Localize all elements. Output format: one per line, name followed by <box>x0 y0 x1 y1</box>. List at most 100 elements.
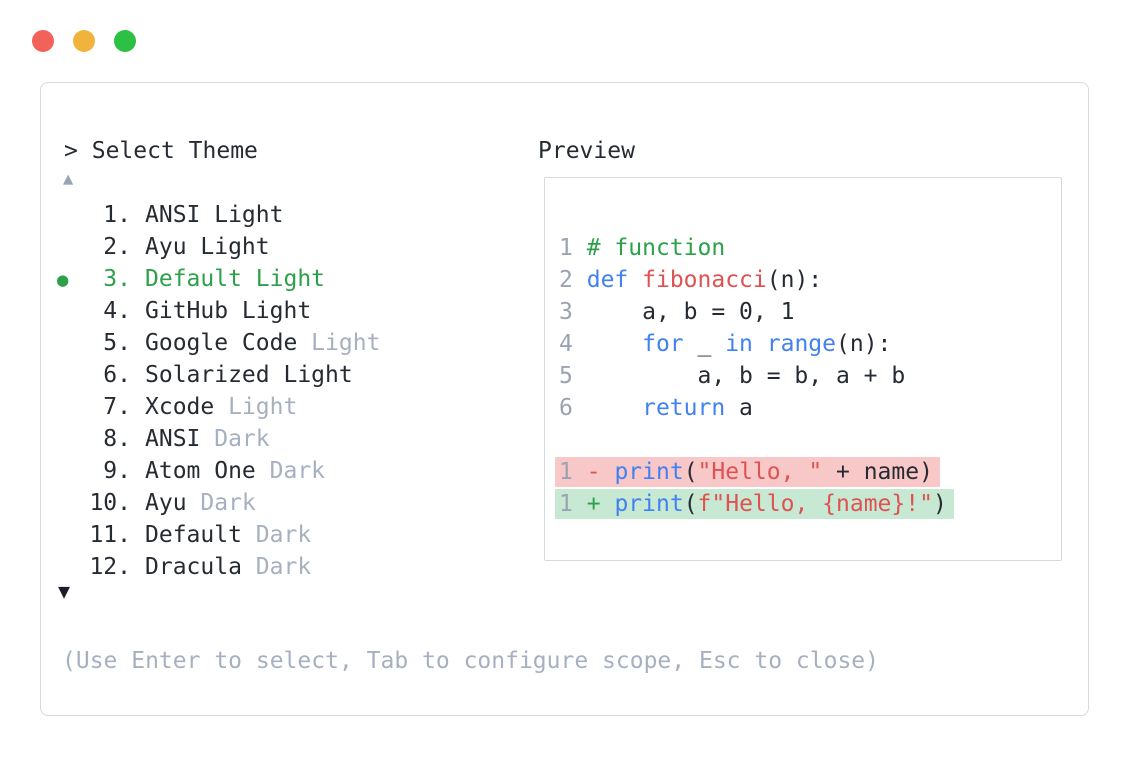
prompt-caret: > <box>64 138 78 164</box>
theme-name: Ayu <box>145 490 187 516</box>
maximize-button[interactable] <box>114 30 136 52</box>
code-token: (n): <box>766 267 823 293</box>
code-line: 1 + print(f"Hello, {name}!") <box>555 488 1061 520</box>
select-theme-header: > Select Theme <box>64 135 258 167</box>
theme-number: 5. <box>103 330 131 356</box>
page-title: Select Theme <box>91 138 258 164</box>
theme-number: 6. <box>103 362 131 388</box>
code-token: # function <box>586 235 726 261</box>
code-token: def <box>586 267 629 293</box>
line-number: 4 <box>559 331 573 357</box>
line-number: 6 <box>559 395 573 421</box>
code-line <box>555 424 1061 456</box>
theme-list-item[interactable]: 11. Default Dark <box>57 519 380 551</box>
code-token: a, b = b, a + b <box>586 363 906 389</box>
line-number: 2 <box>559 267 573 293</box>
code-token: f"Hello, {name}!" <box>697 491 933 517</box>
code-line: 2 def fibonacci(n): <box>555 264 1061 296</box>
code-token: ( <box>683 491 698 517</box>
code-token: print <box>614 491 684 517</box>
theme-variant: Dark <box>255 458 326 484</box>
code-token <box>587 331 642 357</box>
theme-name: Dracula <box>145 554 242 580</box>
code-token: - <box>586 459 601 485</box>
theme-number: 3. <box>103 266 131 292</box>
theme-list-item[interactable]: 7.Xcode Light <box>57 391 380 423</box>
code-token: fibonacci <box>642 267 767 293</box>
theme-name: Ayu Light <box>145 234 270 260</box>
theme-number: 10. <box>89 490 131 516</box>
selected-indicator: ● <box>57 269 69 291</box>
theme-name: GitHub Light <box>145 298 312 324</box>
code-token: in <box>725 331 753 357</box>
code-token: return <box>642 395 726 421</box>
code-token: + name) <box>822 459 933 485</box>
code-token: for <box>642 331 684 357</box>
theme-name: Default <box>145 522 242 548</box>
code-line-content: 1 # function <box>555 233 732 263</box>
code-token <box>628 267 642 293</box>
line-number: 1 <box>559 459 573 485</box>
code-token: ( <box>683 459 698 485</box>
theme-list-item[interactable]: 10. Ayu Dark <box>57 487 380 519</box>
theme-variant: Light <box>214 394 298 420</box>
minimize-button[interactable] <box>73 30 95 52</box>
code-token: print <box>614 459 684 485</box>
theme-list-item[interactable]: 8.ANSI Dark <box>57 423 380 455</box>
code-line-content: 4 for _ in range(n): <box>555 329 898 359</box>
theme-name: Default Light <box>145 266 326 292</box>
line-number: 5 <box>559 363 573 389</box>
scroll-up-icon[interactable]: ▲ <box>63 169 74 189</box>
theme-list-item[interactable]: 5. Google Code Light <box>57 327 380 359</box>
line-number: 1 <box>559 491 573 517</box>
theme-variant: Light <box>297 330 381 356</box>
code-line: 4 for _ in range(n): <box>555 328 1061 360</box>
diff-line-removed: 1 - print("Hello, " + name) <box>555 457 940 487</box>
theme-variant: Dark <box>241 522 312 548</box>
theme-number: 8. <box>103 426 131 452</box>
theme-variant: Dark <box>200 426 270 452</box>
theme-number: 4. <box>103 298 131 324</box>
code-line-content: 2 def fibonacci(n): <box>555 265 829 295</box>
theme-list-item[interactable]: 12. Dracula Dark <box>57 551 380 583</box>
theme-list-item[interactable]: 4. GitHub Light <box>57 295 380 327</box>
code-token: a <box>725 395 753 421</box>
theme-list-item[interactable]: 6. Solarized Light <box>57 359 380 391</box>
code-line-content: 6 return a <box>555 393 760 423</box>
code-token: + <box>586 491 601 517</box>
theme-number: 12. <box>89 554 131 580</box>
preview-label: Preview <box>538 138 635 164</box>
code-token: a, b = 0, 1 <box>586 299 795 325</box>
theme-number: 1. <box>103 202 131 228</box>
close-button[interactable] <box>32 30 54 52</box>
theme-list-item[interactable]: 9.Atom One Dark <box>57 455 380 487</box>
theme-name: Solarized Light <box>145 362 353 388</box>
code-token: (n): <box>836 331 892 357</box>
code-token: range <box>766 331 837 357</box>
theme-variant: Dark <box>186 490 256 516</box>
window-controls <box>32 30 136 52</box>
code-line-content: 5 a, b = b, a + b <box>555 361 912 391</box>
line-number: 1 <box>559 235 573 261</box>
theme-list-item[interactable]: ● 3. Default Light <box>57 263 380 295</box>
theme-number: 11. <box>89 522 131 548</box>
theme-variant: Dark <box>241 554 312 580</box>
code-token <box>601 491 615 517</box>
code-token: ) <box>932 491 947 517</box>
theme-list-item[interactable]: 2.Ayu Light <box>57 231 380 263</box>
code-token <box>753 331 767 357</box>
code-line-content: 3 a, b = 0, 1 <box>555 297 801 327</box>
theme-list-item[interactable]: 1.ANSI Light <box>57 199 380 231</box>
code-token <box>601 459 615 485</box>
theme-number: 7. <box>103 394 131 420</box>
theme-number: 9. <box>103 458 131 484</box>
scroll-down-icon[interactable]: ▼ <box>58 579 71 603</box>
code-token: "Hello, " <box>697 459 823 485</box>
theme-name: Google Code <box>145 330 298 356</box>
code-token <box>587 395 642 421</box>
